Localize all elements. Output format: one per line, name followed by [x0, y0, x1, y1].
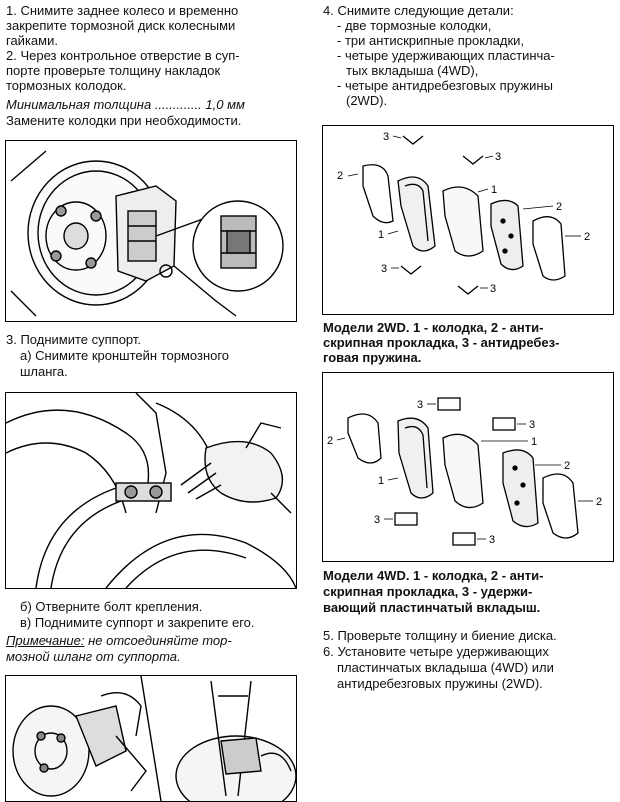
figure-2wd-parts: 2 1 1 2 2 3 3 3 3 — [322, 125, 614, 315]
figure-caliper-inspection — [5, 140, 297, 322]
callout-3-bottom-right: 3 — [490, 283, 496, 295]
figure-4wd-parts: 2 1 1 2 2 3 3 3 3 — [322, 372, 614, 562]
step-4-item-4b: (2WD). — [346, 93, 388, 108]
callout-3-bottom-left-4wd: 3 — [374, 514, 380, 526]
step-2-line-3: тормозных колодок. — [6, 78, 127, 93]
step-3a-line-2: шланга. — [20, 364, 68, 379]
note-line-1: Примечание: не отсоединяйте тор- — [6, 633, 232, 648]
min-thickness-value: 1,0 мм — [205, 97, 245, 112]
callout-3-bottom-right-4wd: 3 — [489, 534, 495, 546]
lift-caliper-drawing — [12, 676, 296, 801]
callout-1-left: 1 — [378, 229, 384, 241]
min-thickness-label: Минимальная толщина — [6, 97, 152, 112]
hose-bracket-drawing — [6, 393, 296, 588]
caption-2wd-line-2: скрипная прокладка, 3 - антидребез- — [323, 335, 560, 350]
figure-lift-caliper — [5, 675, 297, 802]
step-4-item-4a: - четыре антидребезговых пружины — [337, 78, 553, 93]
caption-2wd-line-1: Модели 2WD. 1 - колодка, 2 - анти- — [323, 320, 544, 335]
step-5: 5. Проверьте толщину и биение диска. — [323, 628, 557, 643]
step-3b: б) Отверните болт крепления. — [20, 599, 203, 614]
callout-3-bottom-left: 3 — [381, 263, 387, 275]
callout-2-left: 2 — [337, 170, 343, 182]
callout-3-top-right-4wd: 3 — [529, 419, 535, 431]
caption-2wd-line-3: говая пружина. — [323, 350, 422, 365]
callout-3-top-left-4wd: 3 — [417, 399, 423, 411]
parts-2wd-drawing: 2 1 1 2 2 3 3 3 3 — [337, 131, 590, 295]
min-thickness-row: Минимальная толщина ............. 1,0 мм — [6, 97, 245, 112]
step-1-line-3: гайками. — [6, 33, 58, 48]
callout-2-mid-4wd: 2 — [564, 460, 570, 472]
step-1-line-2: закрепите тормозной диск колесными — [6, 18, 236, 33]
caption-4wd-line-2: скрипная прокладка, 3 - удержи- — [323, 584, 533, 599]
step-4-heading: 4. Снимите следующие детали: — [323, 3, 514, 18]
callout-1-right-4wd: 1 — [531, 436, 537, 448]
note-line-2: мозной шланг от суппорта. — [6, 649, 181, 664]
callout-2-mid: 2 — [556, 201, 562, 213]
caption-4wd-line-1: Модели 4WD. 1 - колодка, 2 - анти- — [323, 568, 544, 583]
step-3c: в) Поднимите суппорт и закрепите его. — [20, 615, 255, 630]
step-2-line-1: 2. Через контрольное отверстие в суп- — [6, 48, 240, 63]
callout-2-right-4wd: 2 — [596, 496, 602, 508]
callout-1-left-4wd: 1 — [378, 475, 384, 487]
step-6-line-2: пластинчатых вкладыша (4WD) или — [337, 660, 554, 675]
step-2-line-2: порте проверьте толщину накладок — [6, 63, 221, 78]
callout-3-top-right: 3 — [495, 151, 501, 163]
callout-3-top-left: 3 — [383, 131, 389, 143]
step-4-item-2: - три антискрипные прокладки, — [337, 33, 525, 48]
step-6-line-1: 6. Установите четыре удерживающих — [323, 644, 549, 659]
replace-pads-text: Замените колодки при необходимости. — [6, 113, 242, 128]
note-label: Примечание: — [6, 633, 85, 648]
step-6-line-3: антидребезговых пружины (2WD). — [337, 676, 543, 691]
parts-4wd-drawing: 2 1 1 2 2 3 3 3 3 — [327, 397, 602, 546]
caliper-inspection-drawing — [10, 150, 284, 317]
step-3a-line-1: а) Снимите кронштейн тормозного — [20, 348, 230, 363]
callout-2-right: 2 — [584, 231, 590, 243]
note-text-1: не отсоединяйте тор- — [84, 633, 232, 648]
min-thickness-dots: ............. — [154, 97, 202, 112]
callout-2-left-4wd: 2 — [327, 435, 333, 447]
step-4-item-1: - две тормозные колодки, — [337, 18, 492, 33]
callout-1-right: 1 — [491, 184, 497, 196]
caption-4wd-line-3: вающий пластинчатый вкладыш. — [323, 600, 541, 615]
step-3-line-1: 3. Поднимите суппорт. — [6, 332, 141, 347]
figure-hose-bracket — [5, 392, 297, 589]
step-1-line-1: 1. Снимите заднее колесо и временно — [6, 3, 239, 18]
step-4-item-3a: - четыре удерживающих пластинча- — [337, 48, 555, 63]
step-4-item-3b: тых вкладыша (4WD), — [346, 63, 479, 78]
